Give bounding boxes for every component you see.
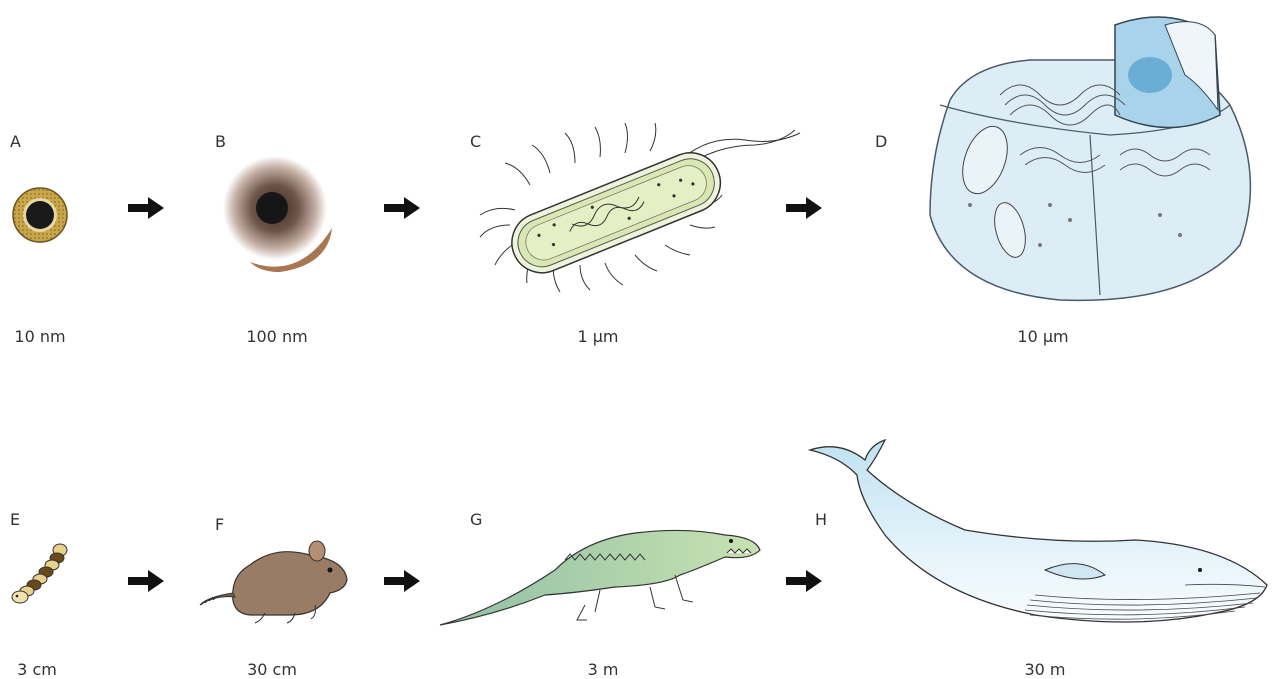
scale-label-g: 3 m <box>588 660 619 679</box>
arrow-c-to-d-icon <box>786 197 822 219</box>
scale-label-c: 1 µm <box>577 327 618 346</box>
arrow-f-to-g-icon <box>384 570 420 592</box>
scale-label-b: 100 nm <box>246 327 307 346</box>
large-virus-illustration <box>220 150 345 275</box>
panel-letter-e: E <box>10 510 20 529</box>
scale-label-h: 30 m <box>1024 660 1065 679</box>
panel-letter-f: F <box>215 515 224 534</box>
scale-label-a: 10 nm <box>14 327 65 346</box>
arrow-e-to-f-icon <box>128 570 164 592</box>
virus-particle-illustration <box>5 180 75 250</box>
blue-whale-illustration <box>805 435 1272 635</box>
panel-letter-b: B <box>215 132 226 151</box>
arrow-b-to-c-icon <box>384 197 420 219</box>
eukaryotic-cell-illustration <box>910 5 1260 305</box>
larva-illustration <box>10 540 70 610</box>
panel-letter-d: D <box>875 132 887 151</box>
arrow-a-to-b-icon <box>128 197 164 219</box>
scale-label-f: 30 cm <box>247 660 297 679</box>
scale-label-d: 10 µm <box>1017 327 1068 346</box>
panel-letter-a: A <box>10 132 21 151</box>
crocodile-illustration <box>435 515 765 630</box>
rodent-illustration <box>195 535 355 625</box>
scale-label-e: 3 cm <box>17 660 57 679</box>
bacterium-illustration <box>475 115 805 300</box>
